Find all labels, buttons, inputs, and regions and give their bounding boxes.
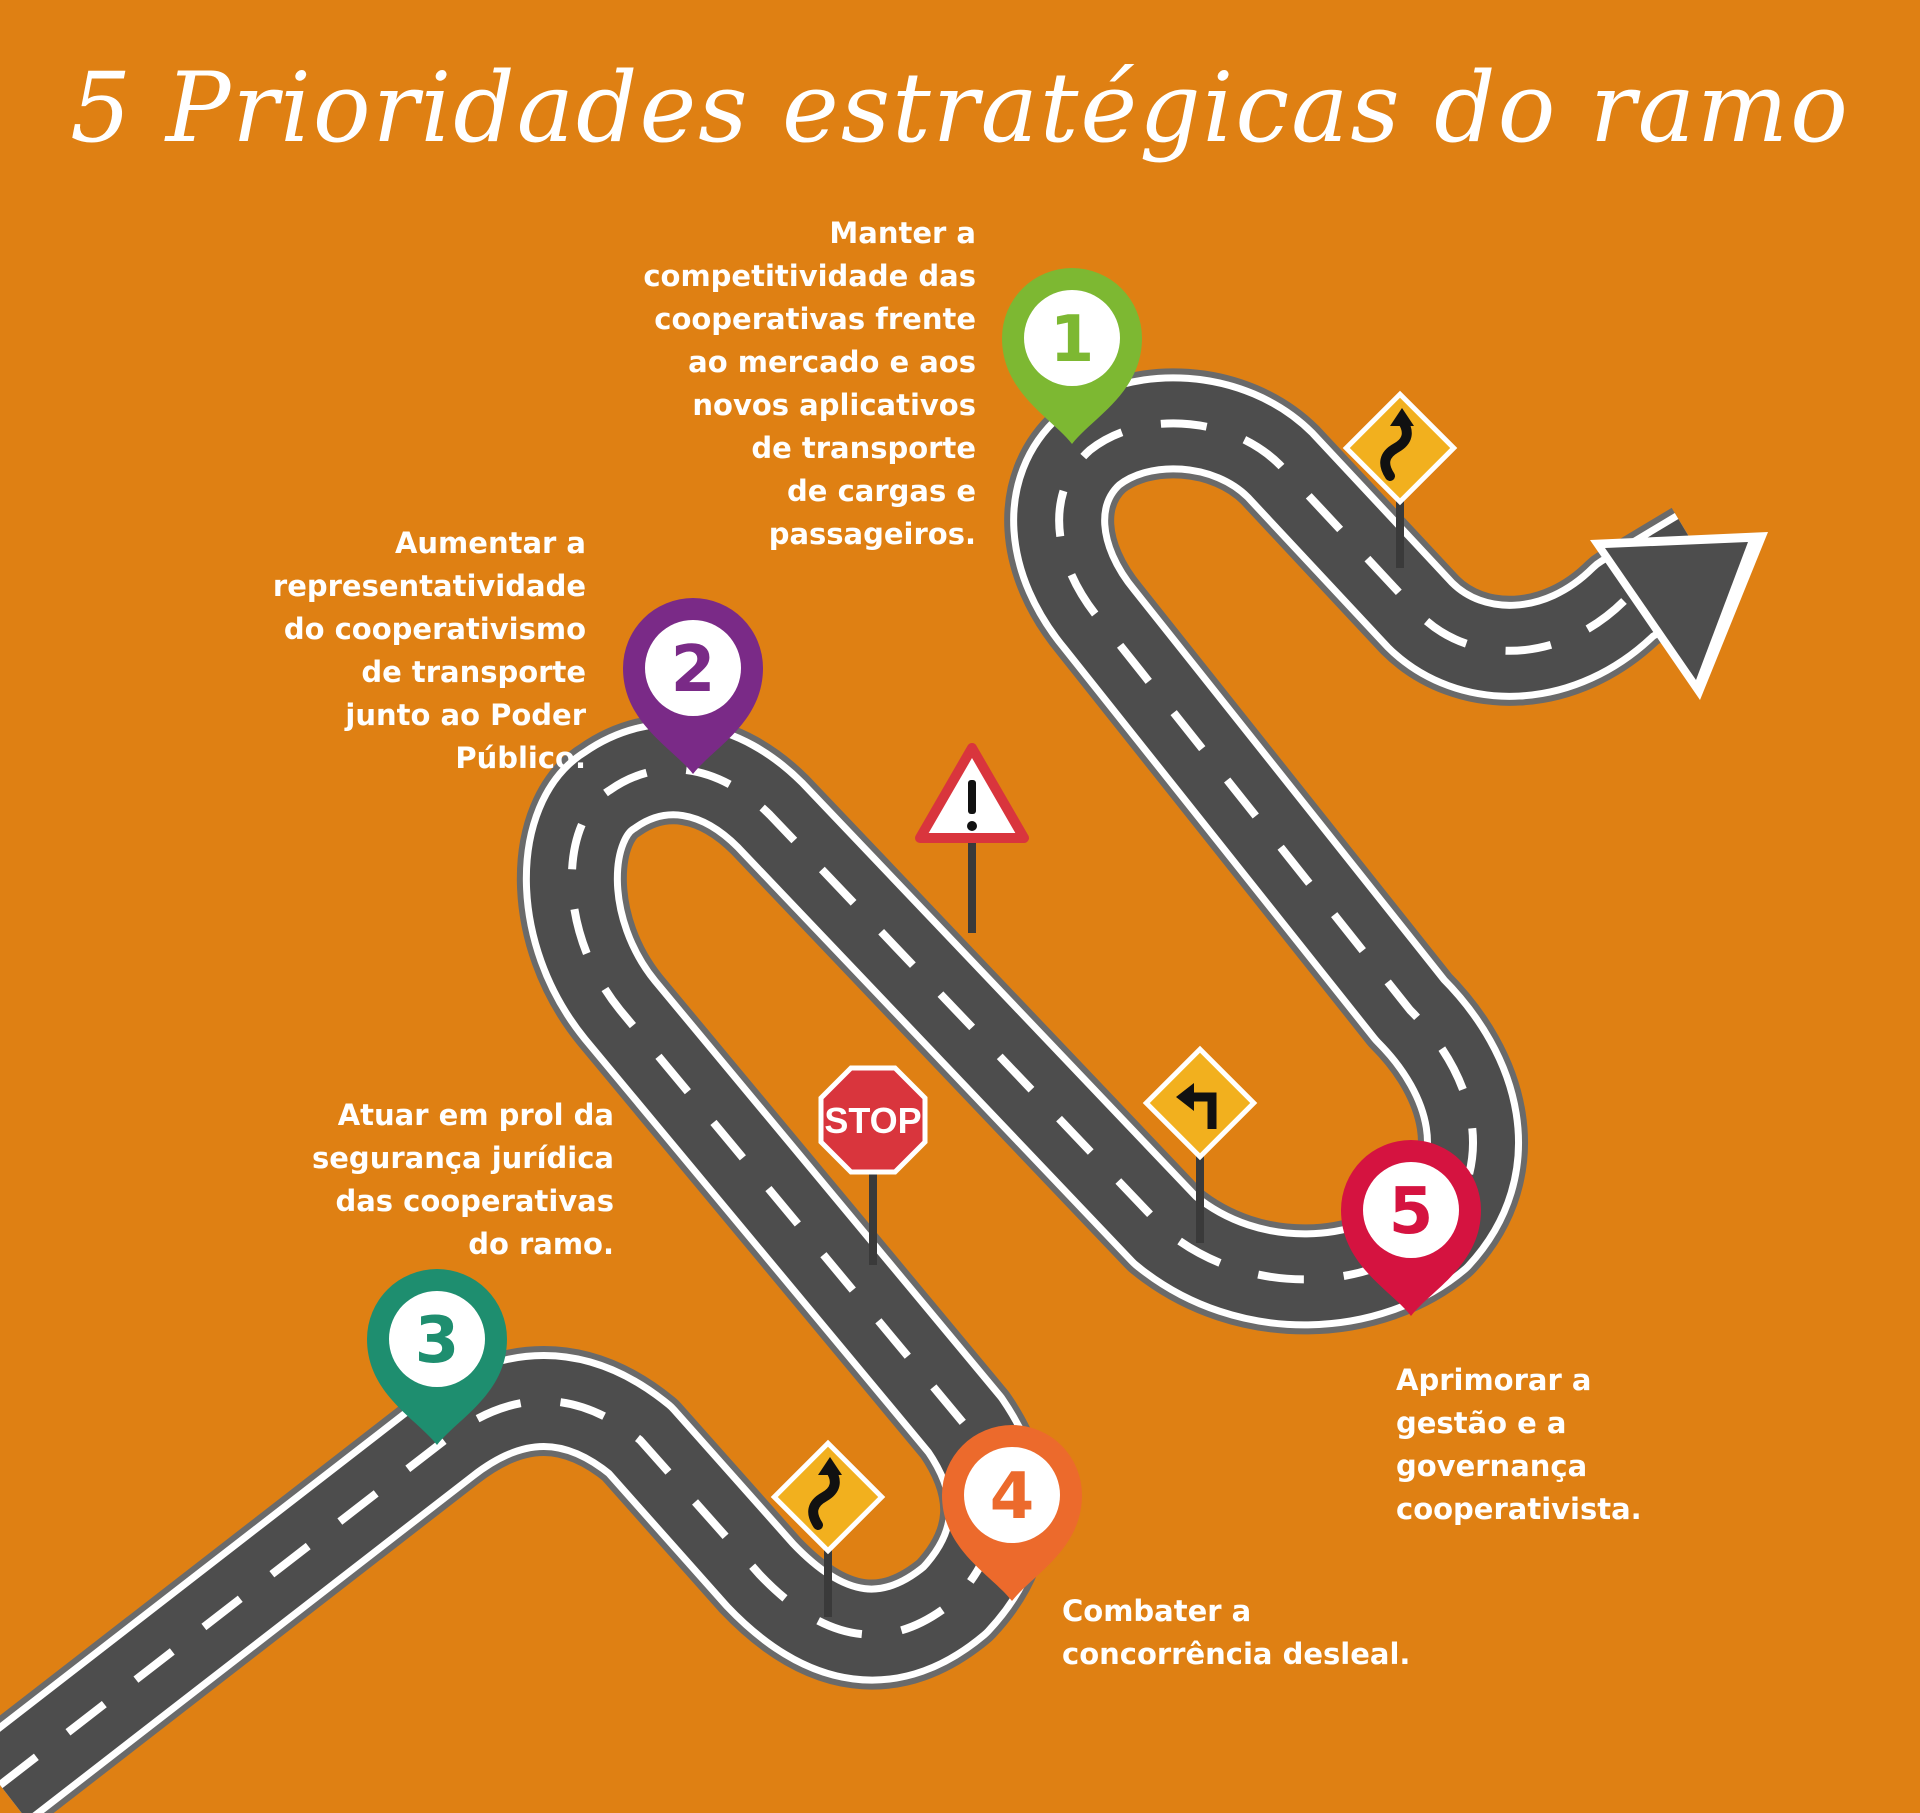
priority-2-number: 2 [671, 633, 716, 707]
sign-turn-left [1142, 1045, 1258, 1243]
priority-2-line: representatividade [272, 569, 586, 603]
priority-4-description: Combater a concorrência desleal. [1062, 1590, 1410, 1676]
priority-1-line: novos aplicativos [692, 388, 976, 422]
priority-1-description: Manter a competitividade das cooperativas … [643, 212, 976, 556]
priority-3-line: Atuar em prol da [337, 1098, 614, 1132]
priority-3-line: segurança jurídica [312, 1141, 614, 1175]
priority-3-line: das cooperativas [335, 1184, 614, 1218]
stop-icon [818, 1065, 928, 1175]
winding-road-icon [1380, 415, 1412, 481]
turn-left-icon [1176, 1083, 1217, 1129]
priority-1-line: cooperativas frente [654, 302, 976, 336]
priority-2-line: do cooperativismo [283, 612, 586, 646]
priority-2-line: junto ao Poder [345, 698, 586, 732]
sign-stop: STOP [818, 1065, 928, 1265]
priority-4-line: concorrência desleal. [1062, 1637, 1411, 1671]
road-arrow-head [1605, 542, 1748, 680]
priority-5-line: Aprimorar a [1396, 1363, 1592, 1397]
priority-5-number: 5 [1389, 1175, 1434, 1249]
priority-1-line: de transporte [751, 431, 976, 465]
priority-3-description: Atuar em prol da segurança jurídica das co… [312, 1094, 614, 1266]
priority-1-line: ao mercado e aos [688, 345, 976, 379]
priority-3-number: 3 [415, 1304, 460, 1378]
priority-1-line: de cargas e [787, 474, 976, 508]
priority-3-line: do ramo. [468, 1227, 614, 1261]
priority-1-pin: 1 [1002, 268, 1142, 444]
road-asphalt [0, 381, 1722, 1813]
stop-sign-label: STOP [824, 1100, 921, 1141]
page-title: 5 Prioridades estratégicas do ramo [70, 52, 1850, 164]
winding-road [0, 368, 1768, 1813]
exclamation-icon [967, 780, 977, 831]
priority-2-line: de transporte [361, 655, 586, 689]
priority-1-number: 1 [1050, 303, 1095, 377]
sign-winding-road-2 [770, 1439, 886, 1617]
priority-5-pin: 5 [1341, 1140, 1481, 1316]
priority-pins: 1 2 3 4 5 [367, 268, 1481, 1601]
priority-5-line: gestão e a [1396, 1406, 1567, 1440]
winding-road-icon [808, 1464, 840, 1530]
priority-4-line: Combater a [1062, 1594, 1252, 1628]
priority-3-pin: 3 [367, 1269, 507, 1445]
priority-2-pin: 2 [623, 598, 763, 774]
priority-1-line: competitividade das [643, 259, 976, 293]
priority-2-line: Público. [455, 741, 586, 775]
sign-warning [915, 743, 1029, 933]
priority-1-line: passageiros. [768, 517, 976, 551]
priority-4-pin: 4 [942, 1425, 1082, 1601]
priority-2-description: Aumentar a representatividade do cooperati… [273, 522, 586, 780]
priority-5-line: governança [1396, 1449, 1588, 1483]
priority-4-number: 4 [990, 1460, 1035, 1534]
priority-5-line: cooperativista. [1396, 1492, 1642, 1526]
priority-2-line: Aumentar a [394, 526, 586, 560]
sign-winding-road-1 [1342, 390, 1458, 568]
priority-5-description: Aprimorar a gestão e a governança cooperati… [1396, 1359, 1642, 1531]
priority-1-line: Manter a [829, 216, 976, 250]
